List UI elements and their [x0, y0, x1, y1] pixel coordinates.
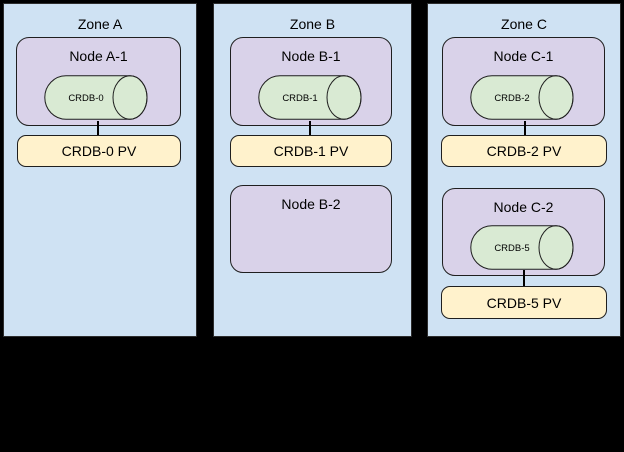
pv-label: CRDB-5 PV	[486, 294, 562, 311]
crdb-pod-label: CRDB-5	[494, 243, 529, 254]
pv-box: CRDB-0 PV	[17, 135, 181, 167]
pv-box: CRDB-2 PV	[441, 135, 607, 167]
zone-title: Zone C	[501, 16, 547, 32]
crdb-pod-label: CRDB-0	[68, 93, 103, 104]
connector-line	[524, 121, 526, 136]
node-title: Node B-2	[281, 196, 341, 212]
connector-line	[97, 121, 99, 136]
node-title: Node C-1	[493, 48, 554, 64]
connector-line	[309, 121, 311, 136]
pv-label: CRDB-1 PV	[273, 143, 349, 159]
zone-title: Zone B	[289, 16, 336, 32]
node-c-1: Node C-1 CRDB-2	[442, 37, 605, 126]
node-title: Node A-1	[69, 48, 128, 64]
connector-line	[523, 270, 525, 287]
zone-b: Zone B Node B-1 CRDB-1 CRDB-1 PV Node B-…	[213, 3, 412, 337]
pv-box: CRDB-1 PV	[230, 135, 392, 167]
database-cylinder-icon: CRDB-2	[470, 75, 574, 120]
database-cylinder-icon: CRDB-5	[470, 225, 574, 270]
database-cylinder-icon: CRDB-0	[44, 75, 148, 120]
node-title: Node B-1	[281, 48, 341, 64]
pv-box: CRDB-5 PV	[441, 286, 607, 319]
database-cylinder-icon: CRDB-1	[258, 75, 362, 120]
node-c-2: Node C-2 CRDB-5	[442, 188, 605, 276]
pv-label: CRDB-2 PV	[486, 143, 562, 159]
node-b-1: Node B-1 CRDB-1	[230, 37, 392, 126]
node-b-2: Node B-2	[230, 185, 392, 273]
zone-a: Zone A Node A-1 CRDB-0 CRDB-0 PV	[3, 3, 197, 337]
crdb-pod-label: CRDB-1	[282, 93, 317, 104]
crdb-pod-label: CRDB-2	[494, 93, 529, 104]
node-a-1: Node A-1 CRDB-0	[16, 37, 181, 126]
zone-title: Zone A	[77, 16, 123, 32]
pv-label: CRDB-0 PV	[61, 143, 137, 159]
node-title: Node C-2	[493, 199, 554, 215]
zone-c: Zone C Node C-1 CRDB-2 CRDB-2 PV Node C-…	[427, 3, 621, 337]
